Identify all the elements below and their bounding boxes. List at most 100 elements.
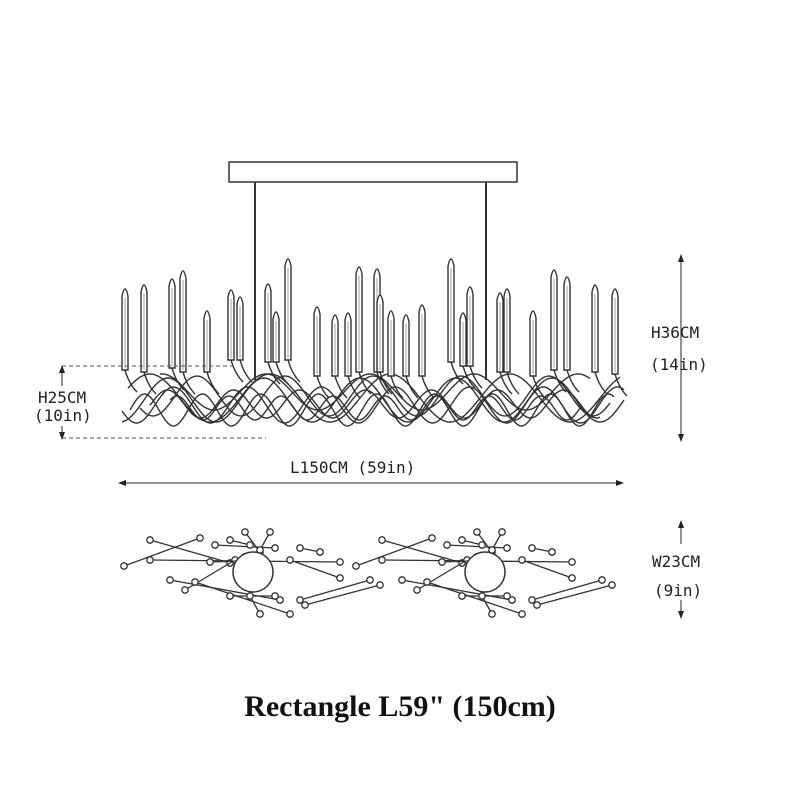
arm-connector (462, 365, 476, 389)
arm-height-dimension: H25CM (10in) (34, 365, 266, 440)
candle-tube (591, 284, 599, 373)
plan-rod (296, 544, 324, 556)
arm-connector (334, 375, 348, 399)
candle-tube (179, 270, 187, 373)
plan-rod (226, 536, 254, 549)
total-height-in-label: (14in) (650, 355, 708, 374)
side-view (121, 161, 628, 427)
arm-connector (182, 371, 196, 395)
candle-tube (168, 278, 176, 369)
width-in-label: (9in) (654, 581, 702, 600)
plan-rod (423, 578, 526, 618)
plan-rod (443, 541, 511, 552)
curved-arms (121, 359, 628, 427)
arm-connector (230, 359, 244, 383)
plan-rod (286, 556, 344, 582)
width-dimension: W23CM (9in) (652, 520, 702, 619)
plan-rod (301, 581, 384, 609)
candle-tube (264, 283, 272, 363)
curved-arm (129, 393, 615, 427)
candle-tubes (121, 258, 619, 377)
candle-tube (529, 310, 537, 377)
arm-height-in-label: (10in) (34, 406, 92, 425)
arm-connector (379, 371, 393, 395)
arm-connector (506, 371, 520, 395)
plan-rod (488, 528, 506, 554)
candle-tube (140, 284, 148, 373)
arm-connector (421, 375, 435, 399)
curved-arm (121, 377, 625, 423)
arm-connector (566, 369, 580, 393)
arm-connector (316, 375, 330, 399)
plan-rod (191, 578, 294, 618)
candle-tube (344, 312, 352, 377)
arm-connector (124, 369, 138, 393)
candle-tube (550, 269, 558, 371)
arm-connector (143, 371, 157, 395)
arm-connector (614, 373, 628, 397)
arm-connector (171, 367, 185, 391)
arm-connector (553, 369, 567, 393)
candle-tube (447, 258, 455, 363)
arm-connector (275, 361, 289, 385)
arm-connector (532, 375, 546, 399)
plan-rod (528, 544, 556, 556)
candle-tube (284, 258, 292, 361)
arm-connector (450, 361, 464, 385)
arm-connector (405, 375, 419, 399)
plan-rod (478, 592, 496, 618)
total-height-dimension: H36CM (14in) (650, 254, 708, 442)
curved-arm (159, 373, 591, 411)
curved-arm (139, 375, 611, 417)
candle-tube (418, 304, 426, 377)
candle-tube (121, 288, 129, 371)
plan-rod (181, 556, 239, 594)
length-dimension: L150CM (59in) (118, 458, 624, 486)
arm-connector (267, 361, 281, 385)
candle-tube (355, 266, 363, 373)
length-label: L150CM (59in) (290, 458, 415, 477)
candle-tube (402, 314, 410, 377)
plan-rod (352, 534, 436, 570)
arm-connector (239, 359, 253, 383)
arm-connector (376, 371, 390, 395)
arm-connector (287, 359, 301, 383)
arm-connector (347, 375, 361, 399)
top-view (120, 528, 616, 618)
plan-rod (256, 528, 274, 554)
candle-tube (236, 296, 244, 361)
arm-connector (206, 371, 220, 395)
plan-rod (166, 576, 284, 604)
arm-height-cm-label: H25CM (38, 388, 86, 407)
candle-tube (331, 314, 339, 377)
curved-arm (169, 395, 581, 421)
ceiling-canopy (228, 161, 518, 183)
curved-arm (127, 373, 621, 423)
candle-tube (272, 311, 280, 363)
candle-tube (459, 312, 467, 367)
candle-tube (227, 289, 235, 361)
arm-connector (594, 371, 608, 395)
arm-connector (469, 365, 483, 389)
plan-rod (458, 536, 486, 549)
candle-tube (611, 288, 619, 375)
plan-rod (398, 576, 516, 604)
canopy-disc-right (464, 551, 506, 593)
candle-tube (503, 288, 511, 373)
product-caption: Rectangle L59" (150cm) (244, 690, 556, 723)
plan-rod (211, 541, 279, 552)
plan-rod (296, 576, 374, 604)
candle-tube (313, 306, 321, 377)
candle-tube (496, 292, 504, 373)
candle-tube (387, 310, 395, 377)
arm-connector (358, 371, 372, 395)
canopy-disc-left (232, 551, 274, 593)
plan-rod (518, 556, 576, 582)
plan-rod (120, 534, 204, 570)
total-height-cm-label: H36CM (651, 323, 699, 342)
candle-tube (563, 276, 571, 371)
width-cm-label: W23CM (652, 552, 700, 571)
plan-rod (528, 576, 606, 604)
plan-rod (246, 592, 264, 618)
